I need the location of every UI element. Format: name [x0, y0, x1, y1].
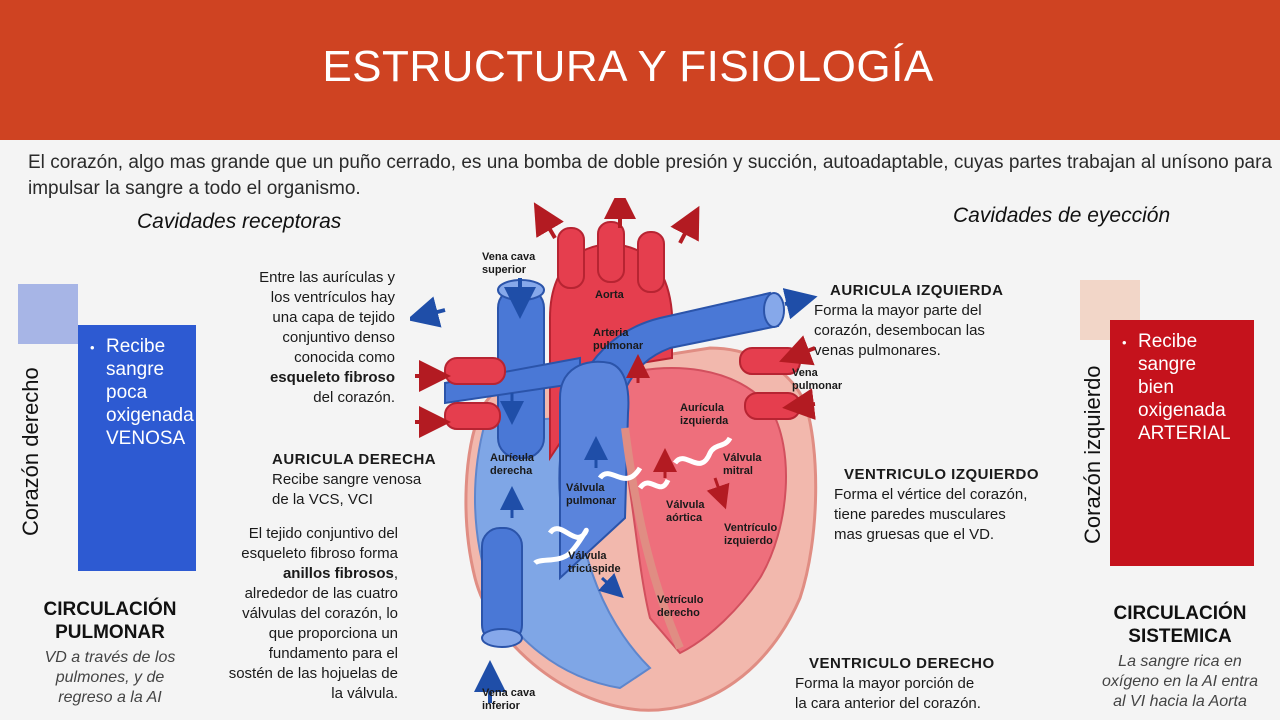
card-corazon-derecho: • Recibe sangre poca oxigenada VENOSA: [78, 325, 196, 571]
valvula-mitral: [672, 436, 733, 466]
note-title: VENTRICULO IZQUIERDO: [844, 466, 1040, 483]
card-line: poca: [106, 382, 148, 403]
card-line: sangre: [1138, 354, 1197, 375]
note-bold: anillos fibrosos: [282, 565, 394, 582]
desc-line: pulmones, y de: [55, 669, 165, 686]
vena-cava-inferior: [481, 527, 523, 644]
note-auricula-derecha: AURICULA DERECHA Recibe sangre venosa de…: [272, 450, 452, 510]
title-line: CIRCULACIÓN: [1113, 603, 1247, 624]
card-line: Recibe: [106, 336, 166, 357]
desc-line: oxígeno en la AI entra: [1102, 673, 1258, 690]
note-line: los ventrículos hay: [270, 289, 395, 306]
title-line: CIRCULACIÓN: [43, 599, 177, 620]
pulmonary-trunk: [559, 360, 630, 581]
note-line: Recibe sangre venosa: [272, 471, 422, 488]
title-line: SISTEMICA: [1128, 626, 1232, 647]
note-line: mas gruesas que el VD.: [834, 526, 995, 543]
note-auricula-izquierda: AURICULA IZQUIERDA Forma la mayor parte …: [814, 281, 1024, 361]
note-ventriculo-izquierdo: VENTRICULO IZQUIERDO Forma el vértice de…: [834, 465, 1064, 545]
note-bold: esqueleto fibroso: [269, 369, 395, 386]
note-anillos-fibrosos: El tejido conjuntivo del esqueleto fibro…: [200, 524, 398, 704]
side-label-corazon-izquierdo: Corazón izquierdo: [1080, 365, 1105, 544]
note-esqueleto-fibroso: Entre las aurículas y los ventrículos ha…: [205, 268, 395, 408]
card-line: oxigenada: [106, 405, 194, 426]
page-title: ESTRUCTURA Y FISIOLOGÍA: [322, 42, 934, 91]
note-line: conjuntivo denso: [282, 329, 395, 346]
card-corazon-izquierdo: • Recibe sangre bien oxigenada ARTERIAL: [1110, 320, 1254, 566]
bullet-icon: •: [1122, 335, 1127, 350]
card-line: VENOSA: [106, 428, 186, 449]
circulacion-sistemica-desc: La sangre rica en oxígeno en la AI entra…: [1080, 652, 1280, 712]
card-line: Recibe: [1138, 331, 1198, 352]
subheading-receptoras: Cavidades receptoras: [137, 210, 342, 233]
note-title: AURICULA IZQUIERDA: [830, 282, 1004, 299]
title-bar: ESTRUCTURA Y FISIOLOGÍA: [0, 0, 1280, 140]
valvula-pulmonar: [597, 466, 643, 481]
note-line: Forma la mayor parte del: [814, 302, 982, 319]
note-line: Forma la mayor porción de: [795, 675, 975, 692]
note-line: una capa de tejido: [272, 309, 395, 326]
circulacion-pulmonar-title: CIRCULACIÓN PULMONAR: [20, 598, 200, 644]
desc-line: VD a través de los: [44, 649, 176, 666]
note-title: VENTRICULO DERECHO: [809, 655, 995, 672]
valvula-tricuspide: [533, 526, 589, 566]
note-line: conocida como: [294, 349, 395, 366]
note-line: Entre las aurículas y: [259, 269, 395, 286]
intro-paragraph: El corazón, algo mas grande que un puño …: [28, 152, 1272, 199]
circulacion-pulmonar-desc: VD a través de los pulmones, y de regres…: [20, 648, 200, 708]
title-line: PULMONAR: [55, 622, 165, 643]
note-line: la cara anterior del corazón.: [795, 695, 981, 712]
card-line: oxigenada: [1138, 400, 1226, 421]
desc-line: regreso a la AI: [58, 689, 162, 706]
note-line: Forma el vértice del corazón,: [834, 486, 1028, 503]
note-line: venas pulmonares.: [814, 342, 941, 359]
note-line: El tejido conjuntivo del: [248, 525, 398, 542]
label-aorta: Aorta: [595, 289, 625, 301]
note-line: corazón, desembocan las: [814, 322, 985, 339]
side-label-corazon-derecho: Corazón derecho: [18, 367, 43, 536]
note-title: AURICULA DERECHA: [272, 451, 437, 468]
card-line: bien: [1138, 377, 1174, 398]
subheading-eyeccion: Cavidades de eyección: [953, 204, 1171, 227]
card-line: sangre: [106, 359, 165, 380]
note-punct: ,: [393, 565, 398, 582]
desc-line: al VI hacia la Aorta: [1113, 693, 1247, 710]
card-line: ARTERIAL: [1138, 423, 1231, 444]
note-line: válvulas del corazón, lo: [242, 605, 398, 622]
note-line: esqueleto fibroso forma: [241, 545, 398, 562]
note-line: del corazón.: [313, 389, 395, 406]
note-line: alrededor de las cuatro: [244, 585, 398, 602]
note-line: que proporciona un: [268, 625, 398, 642]
note-line: fundamento para el: [268, 645, 398, 662]
circulacion-sistemica-title: CIRCULACIÓN SISTEMICA: [1090, 602, 1270, 648]
decorative-square-left: [18, 284, 78, 344]
note-line: de la VCS, VCI: [272, 491, 373, 508]
valvula-aortica: [637, 478, 671, 490]
note-line: la válvula.: [331, 685, 398, 702]
note-line: sostén de las hojuelas de: [228, 665, 398, 682]
bullet-icon: •: [90, 340, 95, 355]
note-ventriculo-derecho: VENTRICULO DERECHO Forma la mayor porció…: [795, 654, 1025, 714]
note-line: tiene paredes musculares: [834, 506, 1006, 523]
desc-line: La sangre rica en: [1118, 653, 1242, 670]
